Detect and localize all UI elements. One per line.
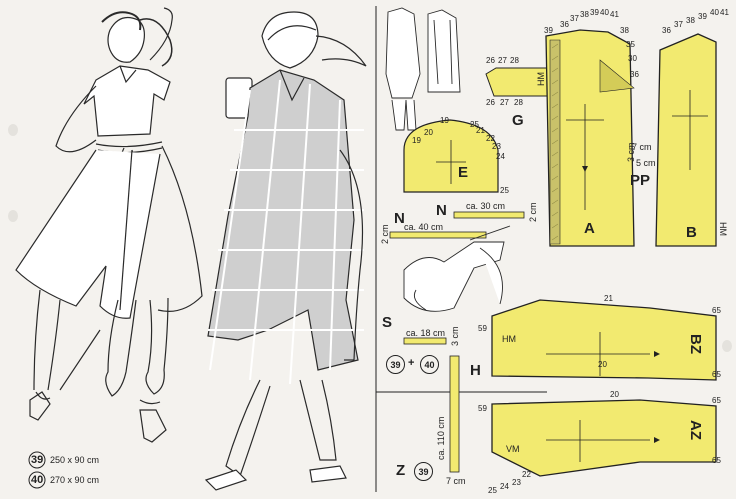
a-size-38b: 38 [620,26,629,35]
a-size-41: 41 [610,10,619,19]
b-size-39: 39 [698,12,707,21]
e-size-20: 20 [424,128,433,137]
a-size-38: 38 [580,10,589,19]
b-size-41: 41 [720,8,729,17]
size-badge-39: 39 [31,454,44,466]
a-size-40: 40 [600,8,609,17]
bz-size-65a: 65 [712,306,721,315]
measure-strip-110: ca. 110 cm [436,416,446,460]
badge-plus: + [408,357,415,369]
g-size-28: 28 [514,98,523,107]
measure-pp-5: 5 cm [636,158,656,168]
b-size-40: 40 [710,8,719,17]
measure-3cm: 3 cm [450,326,460,346]
g-size-26b: 26 [486,56,495,65]
back-piece-b [655,33,717,247]
measure-strip-40: ca. 40 cm [404,222,444,232]
piece-label-z: Z [396,462,406,479]
az-size-24: 24 [500,482,509,491]
a-size-36b: 36 [630,70,639,79]
vm-mark-sleeve: VM [506,444,520,454]
binder-hole [8,210,18,222]
piece-label-bz: BZ [687,334,704,354]
a-size-39b: 39 [590,8,599,17]
az-size-59: 59 [478,404,487,413]
measure-pp-3: 3 cm [626,142,636,162]
a-size-30: 30 [628,54,637,63]
measure-2cm-right: 2 cm [528,202,538,222]
b-size-37: 37 [674,20,683,29]
b-size-38: 38 [686,16,695,25]
sleeve-piece-az [491,399,717,477]
badge-h39: 39 [386,355,405,374]
piece-label-b: B [686,224,697,241]
piece-label-g: G [512,112,524,129]
size-40-fabric: 270 x 90 cm [50,475,100,485]
figure-left-illustration [15,7,203,443]
e-size-19b: 19 [440,116,449,125]
measure-2cm-left: 2 cm [380,224,390,244]
az-size-23: 23 [512,478,521,487]
piece-label-s: S [382,314,393,331]
az-size-20: 20 [610,390,619,399]
bz-size-65b: 65 [712,370,721,379]
b-size-36: 36 [662,26,671,35]
figure-right-illustration [204,11,367,491]
az-size-65b: 65 [712,456,721,465]
bz-size-20: 20 [598,360,607,369]
hm-mark-collar: HM [536,72,546,86]
piece-label-a: A [584,220,595,237]
size-39-fabric: 250 x 90 cm [50,455,100,465]
bz-size-59: 59 [478,324,487,333]
g-size-27b: 27 [498,56,507,65]
measure-7cm: 7 cm [446,476,466,486]
az-size-65a: 65 [712,396,721,405]
e-size-24: 24 [496,152,505,161]
binder-hole [722,340,732,352]
binder-hole [8,124,18,136]
e-size-19: 19 [412,136,421,145]
g-size-26: 26 [486,98,495,107]
az-size-22: 22 [522,470,531,479]
measure-pp-7: 7 cm [632,142,652,152]
size-badge-40: 40 [31,474,44,486]
sleeve-piece-bz [491,299,717,381]
badge-z39: 39 [414,462,433,481]
e-size-21: 21 [476,126,485,135]
e-size-25b: 25 [470,120,479,129]
piece-label-az: AZ [687,420,704,440]
bz-size-21: 21 [604,294,613,303]
e-size-23: 23 [492,142,501,151]
az-size-25: 25 [488,486,497,495]
piece-label-e: E [458,164,469,181]
g-size-27: 27 [500,98,509,107]
hm-mark-back: HM [718,222,728,236]
measure-strip-30: ca. 30 cm [466,201,506,211]
g-size-28b: 28 [510,56,519,65]
piece-label-pp: PP [630,172,651,189]
a-size-36: 36 [560,20,569,29]
e-size-22: 22 [486,134,495,143]
a-size-35: 35 [626,40,635,49]
a-size-37: 37 [570,14,579,23]
badge-h40: 40 [420,355,439,374]
hm-mark-sleeve: HM [502,334,516,344]
piece-label-n1: N [436,202,447,219]
measure-strip-18: ca. 18 cm [406,328,446,338]
piece-label-h: H [470,362,481,379]
piece-label-n2: N [394,210,405,227]
e-size-25: 25 [500,186,509,195]
a-size-39: 39 [544,26,553,35]
